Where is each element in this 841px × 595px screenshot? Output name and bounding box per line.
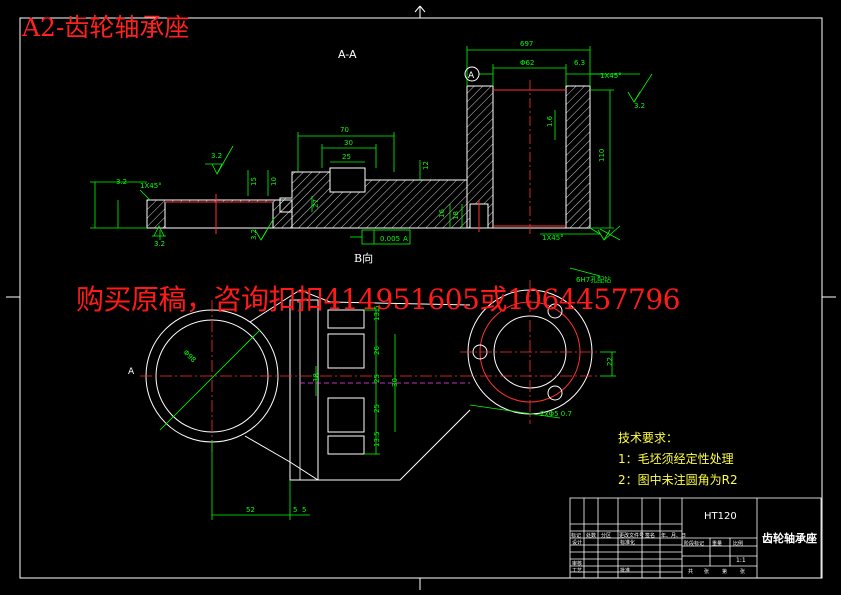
row-label-5: 年、月、日 bbox=[661, 533, 687, 539]
stage-header-1: 重量 bbox=[712, 541, 723, 547]
dim-bottom-chamfer: 1X45° bbox=[542, 234, 564, 242]
sheet-1: 张 bbox=[704, 569, 710, 575]
rib bbox=[289, 299, 319, 481]
roughness-symbols bbox=[152, 73, 653, 241]
slot-3 bbox=[327, 397, 365, 433]
section-label: A-A bbox=[338, 48, 357, 61]
datum-marker bbox=[464, 66, 480, 82]
design-label: 设计 bbox=[572, 540, 583, 546]
view-label: B向 bbox=[354, 251, 373, 265]
slot-2 bbox=[327, 333, 365, 369]
tech-heading: 技术要求： bbox=[618, 431, 679, 445]
row-label-3: 更改文件号 bbox=[619, 533, 645, 539]
dim-dia-plan: Φ98 bbox=[182, 348, 198, 364]
dim-rough-left: 3.2 bbox=[211, 152, 222, 160]
dim-110: 110 bbox=[598, 149, 606, 162]
dim-16-inner: 1.6 bbox=[546, 115, 554, 127]
slot-1 bbox=[327, 309, 365, 329]
tech-item-2: 2：图中未注圆角为R2 bbox=[618, 473, 738, 487]
dim-top-chamfer: 1X45° bbox=[600, 72, 622, 80]
dim-hole-plan: 2xΦ5 0.7 bbox=[540, 410, 572, 418]
dim-22: 22 bbox=[606, 357, 614, 366]
material-label: HT120 bbox=[704, 511, 737, 522]
title-block bbox=[569, 497, 822, 579]
standard-label: 标准化 bbox=[620, 540, 636, 546]
sheet-0: 共 bbox=[688, 569, 694, 575]
stage-header-0: 阶段标记 bbox=[684, 541, 705, 547]
dim-left-rough-a: 3.2 bbox=[116, 178, 127, 186]
approve-label: 批准 bbox=[620, 568, 631, 574]
plan-dimensions bbox=[211, 267, 616, 520]
dim-16: 16 bbox=[438, 209, 446, 218]
process-label: 工艺 bbox=[572, 568, 583, 574]
slot-4 bbox=[327, 435, 365, 455]
dim-26: 26 bbox=[373, 346, 381, 355]
sheet-frame bbox=[19, 17, 823, 579]
dim-top-rough: 3.2 bbox=[634, 102, 645, 110]
dim-left-rough-b: 3.2 bbox=[250, 229, 258, 240]
dim-left-chamfer: 1X45° bbox=[140, 182, 162, 190]
bolt-hole-2 bbox=[547, 303, 563, 319]
row-label-2: 分区 bbox=[601, 533, 612, 539]
arm-outline-top bbox=[249, 289, 471, 323]
dim-135b: 13.5 bbox=[373, 431, 381, 447]
dim-70: 70 bbox=[340, 126, 349, 134]
dim-135a: 13.5 bbox=[373, 305, 381, 321]
part-name: 齿轮轴承座 bbox=[762, 532, 817, 545]
drawing-title: A2-齿轮轴承座 bbox=[22, 13, 190, 42]
dim-25: 25 bbox=[342, 153, 351, 161]
section-view bbox=[146, 80, 591, 236]
dim-52: 52 bbox=[246, 506, 255, 514]
bolt-hole-3 bbox=[547, 385, 563, 401]
frame-ticks bbox=[6, 5, 836, 590]
dim-bore: Φ62 bbox=[520, 59, 534, 67]
dim-27: 27 bbox=[312, 199, 320, 208]
housing-right-wall bbox=[565, 85, 591, 229]
arm-recess bbox=[329, 167, 366, 193]
view-labels: A-A B向 A A bbox=[128, 48, 475, 377]
tolerance-datum: A bbox=[403, 235, 408, 243]
dim-25a: 25 bbox=[373, 374, 381, 383]
tolerance-value: 0.005 bbox=[380, 235, 400, 243]
check-label: 审核 bbox=[572, 561, 583, 567]
contact-watermark: 购买原稿，咨询扣扣414951605或1064457796 bbox=[76, 283, 680, 316]
dim-5a: 5 bbox=[293, 506, 297, 514]
dim-wall: 6.3 bbox=[574, 59, 585, 67]
sheet-2: 第 bbox=[722, 569, 728, 575]
row-label-0: 标记 bbox=[571, 533, 582, 539]
arm-outline-bottom bbox=[244, 409, 471, 481]
dim-15: 15 bbox=[250, 177, 258, 186]
dim-697: 697 bbox=[520, 40, 533, 48]
dim-18: 18 bbox=[452, 211, 460, 220]
dim-bottom-rough: 3.2 bbox=[154, 240, 165, 248]
scale-value: 1:1 bbox=[736, 557, 746, 564]
technical-requirements: 技术要求： 1：毛坯须经定性处理 2：图中未注圆角为R2 bbox=[618, 428, 738, 491]
row-label-4: 签名 bbox=[645, 533, 656, 539]
dim-25b: 25 bbox=[373, 404, 381, 413]
dim-12: 12 bbox=[422, 161, 430, 170]
left-boss-bore bbox=[164, 201, 274, 229]
datum-side-letter: A bbox=[128, 367, 135, 377]
dim-10: 10 bbox=[270, 177, 278, 186]
dim-30: 30 bbox=[344, 139, 353, 147]
sheet-3: 张 bbox=[740, 569, 746, 575]
dim-5b: 5 bbox=[302, 506, 306, 514]
dim-18-plan: 18 bbox=[312, 373, 320, 382]
row-label-1: 处数 bbox=[586, 533, 597, 539]
tech-item-1: 1：毛坯须经定性处理 bbox=[618, 452, 734, 466]
dim-30-plan: 30 bbox=[391, 378, 399, 387]
stage-header-2: 比例 bbox=[733, 541, 744, 547]
arm-section bbox=[279, 167, 468, 229]
bolt-hole-note: 6H7孔配钻 bbox=[576, 275, 611, 284]
datum-letter: A bbox=[468, 71, 475, 81]
